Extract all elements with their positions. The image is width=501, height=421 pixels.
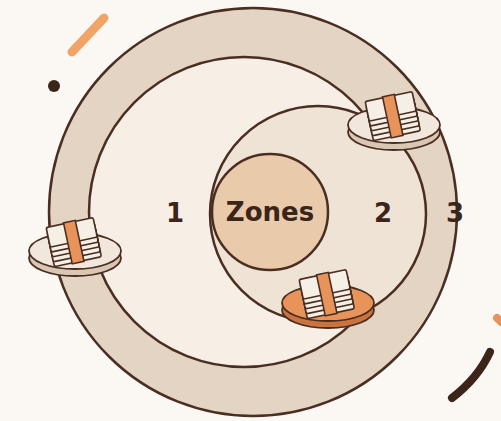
zone-number: 3 — [446, 199, 464, 228]
money-stack — [282, 269, 374, 328]
decor-dot — [48, 80, 60, 92]
decor-stroke — [452, 352, 490, 398]
zone-region: 1 Zones — [88, 57, 400, 367]
money-stack — [348, 91, 440, 150]
center-circle: Zones — [210, 152, 330, 272]
decor-stroke — [72, 18, 104, 52]
zone-region: 2 — [300, 150, 410, 280]
zone-outer — [49, 8, 457, 416]
zone-number: 1 — [166, 199, 184, 228]
money-stack — [29, 217, 121, 276]
decor-stroke — [497, 318, 501, 322]
zone-region: 31Zones2 — [48, 8, 458, 416]
zone-number: 2 — [374, 199, 392, 228]
center-title: Zones — [226, 198, 314, 227]
